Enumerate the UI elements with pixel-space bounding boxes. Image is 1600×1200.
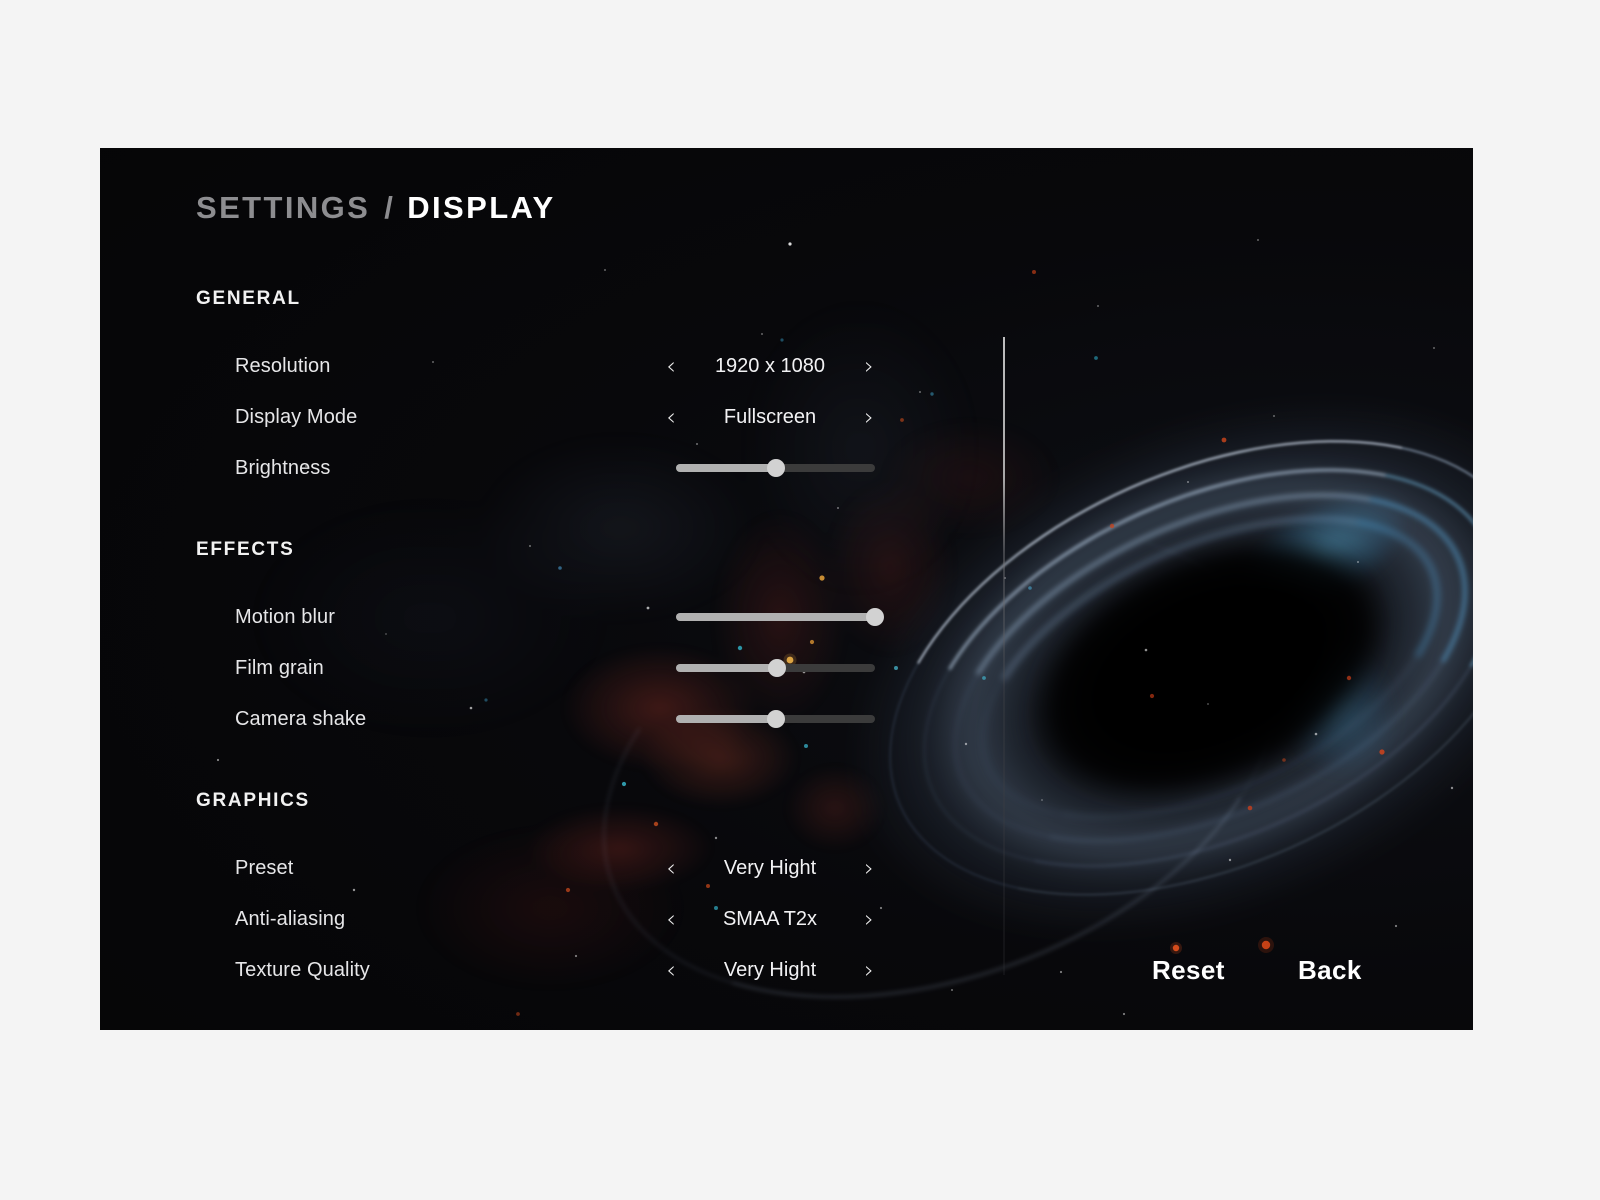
chevron-right-icon[interactable]: › xyxy=(864,854,874,882)
stepper-anti-aliasing: ‹ SMAA T2x › xyxy=(660,902,880,936)
chevron-right-icon[interactable]: › xyxy=(864,403,874,431)
footer-actions: Reset Back xyxy=(1100,948,1390,992)
stepper-value-anti-aliasing: SMAA T2x xyxy=(722,908,818,930)
setting-label-resolution: Resolution xyxy=(235,355,331,377)
reset-button[interactable]: Reset xyxy=(1152,955,1225,985)
column-divider xyxy=(1003,337,1005,975)
slider-film-grain[interactable] xyxy=(676,659,875,677)
breadcrumb-root[interactable]: SETTINGS xyxy=(196,190,371,225)
slider-fill xyxy=(676,464,776,472)
chevron-left-icon[interactable]: ‹ xyxy=(666,905,676,933)
settings-panel: SETTINGS / DISPLAY GENERAL Resolution ‹ 1920 … xyxy=(100,148,1473,1030)
setting-label-film-grain: Film grain xyxy=(235,657,324,679)
chevron-left-icon[interactable]: ‹ xyxy=(666,352,676,380)
section-title-general: GENERAL xyxy=(196,288,301,309)
slider-fill xyxy=(676,664,778,672)
section-title-effects: EFFECTS xyxy=(196,539,295,560)
chevron-left-icon[interactable]: ‹ xyxy=(666,854,676,882)
slider-camera-shake[interactable] xyxy=(676,710,875,728)
setting-label-display-mode: Display Mode xyxy=(235,406,358,428)
slider-thumb[interactable] xyxy=(866,608,884,626)
chevron-left-icon[interactable]: ‹ xyxy=(666,403,676,431)
stepper-texture-quality: ‹ Very Hight › xyxy=(660,953,880,987)
star-field-white xyxy=(216,239,1454,1016)
setting-label-texture-quality: Texture Quality xyxy=(235,959,370,981)
chevron-right-icon[interactable]: › xyxy=(864,956,874,984)
stepper-display-mode: ‹ Fullscreen › xyxy=(660,400,880,434)
chevron-left-icon[interactable]: ‹ xyxy=(666,956,676,984)
chevron-right-icon[interactable]: › xyxy=(864,352,874,380)
setting-label-brightness: Brightness xyxy=(235,457,331,479)
star-field-red xyxy=(516,270,1385,1016)
setting-label-camera-shake: Camera shake xyxy=(235,708,367,730)
settings-content: SETTINGS / DISPLAY GENERAL Resolution ‹ 1920 … xyxy=(100,148,1473,1030)
slider-brightness[interactable] xyxy=(676,459,875,477)
stepper-resolution: ‹ 1920 x 1080 › xyxy=(660,349,880,383)
slider-thumb[interactable] xyxy=(768,659,787,677)
back-button[interactable]: Back xyxy=(1298,955,1362,985)
section-title-graphics: GRAPHICS xyxy=(196,790,310,811)
breadcrumb-separator: / xyxy=(384,190,396,225)
stepper-value-display-mode: Fullscreen xyxy=(723,406,817,428)
chevron-right-icon[interactable]: › xyxy=(864,905,874,933)
slider-fill xyxy=(676,715,776,723)
slider-thumb[interactable] xyxy=(766,459,785,477)
star-field-cyan xyxy=(484,338,1098,910)
stepper-value-resolution: 1920 x 1080 xyxy=(714,355,826,377)
setting-label-motion-blur: Motion blur xyxy=(235,606,336,628)
slider-motion-blur[interactable] xyxy=(676,608,884,626)
slider-thumb[interactable] xyxy=(766,710,785,728)
breadcrumb-current: DISPLAY xyxy=(407,190,556,225)
stepper-value-preset: Very Hight xyxy=(723,857,817,879)
setting-label-preset: Preset xyxy=(235,857,294,879)
slider-fill xyxy=(676,613,875,621)
breadcrumb: SETTINGS / DISPLAY xyxy=(196,190,556,226)
stepper-value-texture-quality: Very Hight xyxy=(723,959,817,981)
setting-label-anti-aliasing: Anti-aliasing xyxy=(235,908,346,930)
stepper-preset: ‹ Very Hight › xyxy=(660,851,880,885)
